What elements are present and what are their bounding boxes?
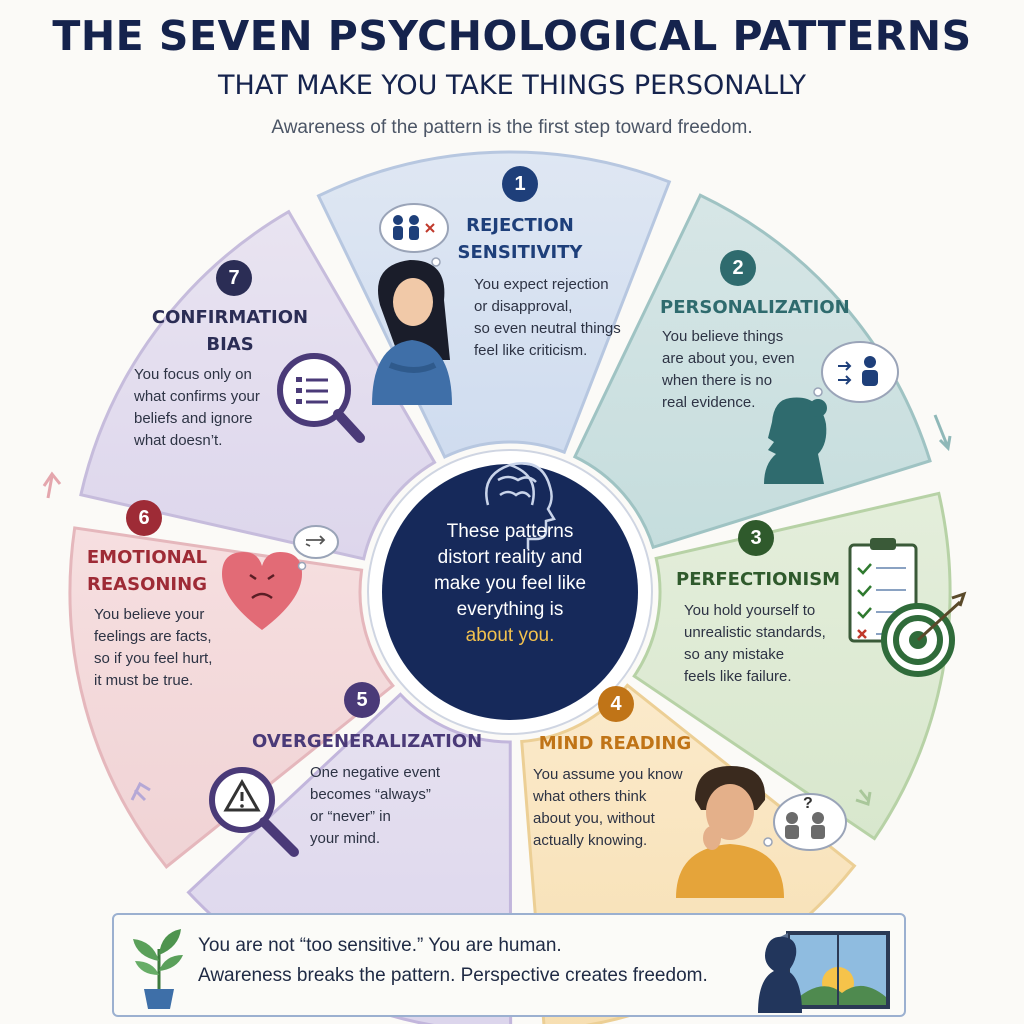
pattern-2-desc-line1: You believe things [662,328,784,345]
arrows-thought-bubble-icon [293,525,339,571]
pattern-4-title: MIND READING [535,730,695,757]
pattern-2-title-line1: PERSONALIZATION [660,297,850,318]
pattern-7-title: CONFIRMATION BIAS [150,304,310,358]
tagline: Awareness of the pattern is the first st… [271,117,753,138]
pattern-1-number: 1 [502,166,538,202]
pattern-2-number: 2 [720,250,756,286]
pattern-2-desc-line3: when there is no [662,372,773,389]
pattern-7-desc-line2: what confirms your [134,388,260,405]
page-subtitle: THAT MAKE YOU TAKE THINGS PERSONALLY [218,70,806,101]
pattern-7-desc-line4: what doesn’t. [134,432,223,449]
pattern-1-desc-line2: or disapproval, [474,298,573,315]
footer-line2: Awareness breaks the pattern. Perspectiv… [198,965,708,986]
pattern-5-desc-line4: your mind. [310,830,381,847]
center-line3: make you feel like [433,573,587,594]
footer-line1: You are not “too sensitive.” You are hum… [198,935,562,956]
pattern-2-title: PERSONALIZATION [660,294,850,321]
pattern-6-desc-line4: it must be true. [94,672,194,689]
pattern-6-desc-line1: You believe your [94,606,205,623]
pattern-1-title-line2: SENSITIVITY [457,242,583,263]
pondering-man-icon [676,766,784,898]
pattern-7-desc-line3: beliefs and ignore [134,410,253,427]
person-arrows-thought-bubble-icon [813,341,899,403]
pattern-4-desc-line1: You assume you know [533,766,683,783]
pattern-4-desc-line2: what others think [533,788,647,805]
segment-7 [79,209,437,561]
segment-6 [68,526,395,869]
pattern-1-desc-line1: You expect rejection [474,276,609,293]
pattern-1-title-line1: REJECTION [466,215,574,236]
checklist-target-icon [848,538,967,677]
center-disk [382,464,638,720]
pattern-3-desc-line2: unrealistic standards, [684,624,826,641]
pattern-1-desc-line4: feel like criticism. [474,342,588,359]
people-thought-bubble-icon [379,203,449,267]
pattern-1-description: You expect rejection or disapproval, so … [474,274,621,362]
sad-heart-icon [222,552,302,630]
pattern-7-title-line1: CONFIRMATION [151,307,309,328]
brain-head-icon [485,462,556,549]
pattern-1-desc-line3: so even neutral things [474,320,621,337]
pattern-5-title: OVERGENERALIZATION [252,728,483,755]
pattern-5-number: 5 [344,682,380,718]
pattern-3-desc-line1: You hold yourself to [684,602,816,619]
pattern-7-number: 7 [216,260,252,296]
center-highlight: about you. [465,625,555,646]
pattern-2-description: You believe things are about you, even w… [662,326,795,414]
pattern-4-desc-line4: actually knowing. [533,832,648,849]
pattern-6-title-line1: EMOTIONAL [86,547,208,568]
pattern-4-number: 4 [598,686,634,722]
pattern-3-title-line1: PERFECTIONISM [676,569,841,590]
center-line2: distort reality and [437,547,583,568]
magnifier-list-icon [277,353,365,443]
thinking-silhouette-icon [764,397,827,484]
pattern-2-desc-line2: are about you, even [662,350,795,367]
pattern-7-desc-line1: You focus only on [134,366,252,383]
center-message: These patterns distort reality and make … [410,519,610,649]
people-question-thought-bubble-icon: ? [763,793,847,851]
pattern-3-description: You hold yourself to unrealistic standar… [684,600,826,688]
pattern-4-title-line1: MIND READING [538,733,692,754]
svg-text:?: ? [803,795,813,812]
pattern-4-description: You assume you know what others think ab… [533,764,683,852]
pattern-3-desc-line3: so any mistake [684,646,785,663]
pattern-6-description: You believe your feelings are facts, so … [94,604,212,692]
pattern-2-desc-line4: real evidence. [662,394,756,411]
pattern-5-desc-line1: One negative event [310,764,441,781]
pattern-4-desc-line3: about you, without [533,810,655,827]
pattern-6-title-line2: REASONING [87,574,207,595]
pattern-7-description: You focus only on what confirms your bel… [134,364,260,452]
pattern-5-description: One negative event becomes “always” or “… [310,762,440,850]
plant-icon [133,929,183,1009]
center-line1: These patterns [446,521,574,542]
pattern-3-number: 3 [738,520,774,556]
page-title: THE SEVEN PSYCHOLOGICAL PATTERNS [52,12,972,60]
footer-banner: You are not “too sensitive.” You are hum… [112,913,906,1017]
pattern-6-desc-line3: so if you feel hurt, [94,650,213,667]
center-line4: everything is [456,599,564,620]
warning-magnifier-icon [209,767,299,857]
window-sunrise-icon [758,931,890,1013]
rejected-woman-icon [372,260,452,405]
pattern-1-title: REJECTION SENSITIVITY [440,212,600,266]
pattern-6-number: 6 [126,500,162,536]
pattern-5-title-line1: OVERGENERALIZATION [252,731,483,752]
pattern-7-title-line2: BIAS [206,334,254,355]
pattern-5-desc-line2: becomes “always” [310,786,431,803]
pattern-3-title: PERFECTIONISM [676,566,841,593]
pattern-6-title: EMOTIONAL REASONING [82,544,212,598]
pattern-3-desc-line4: feels like failure. [684,668,792,685]
segment-2 [572,193,932,550]
pattern-5-desc-line3: or “never” in [310,808,391,825]
pattern-6-desc-line2: feelings are facts, [94,628,212,645]
